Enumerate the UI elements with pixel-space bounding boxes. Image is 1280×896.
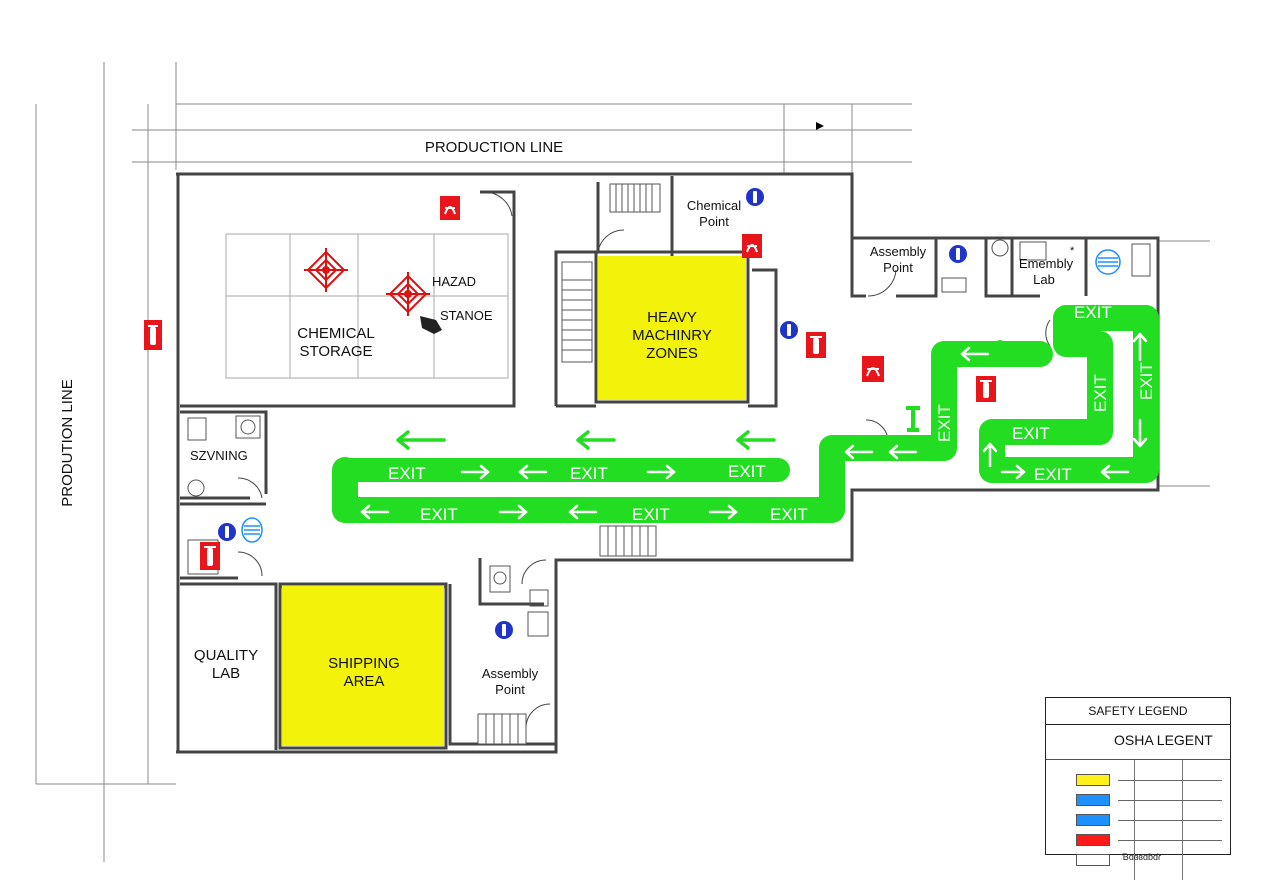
shipping-area-label: AREA xyxy=(344,673,385,690)
heavy-machinery-label: MACHINRY xyxy=(632,327,712,344)
eyewash-icon xyxy=(1095,249,1121,275)
exit-label: EXIT xyxy=(570,464,608,483)
chemical-storage-label: STORAGE xyxy=(299,343,372,360)
chemical-point-label: Chemical xyxy=(687,198,741,213)
legend-rows: Ɓɑɞɞɑɓɗɾ xyxy=(1046,760,1230,880)
shipping-area-label: SHIPPING xyxy=(328,655,400,672)
legend-swatch xyxy=(1076,774,1110,786)
heavy-machinery-zone xyxy=(598,256,746,400)
emembly-lab-label: Emembly xyxy=(1019,256,1074,271)
exit-label: EXIT xyxy=(632,505,670,524)
exit-label: EXIT xyxy=(1034,465,1072,484)
emembly-lab-label: Lab xyxy=(1033,272,1055,287)
direction-arrows xyxy=(396,430,776,450)
hazard-note-label: STANOE xyxy=(440,308,493,323)
chemical-point-label: Point xyxy=(699,214,729,229)
safety-legend: SAFETY LEGEND OSHA LEGENT Ɓɑɞɞɑɓɗɾ xyxy=(1045,697,1231,880)
fire-extinguisher-icon xyxy=(806,332,826,358)
exit-label: EXIT xyxy=(728,462,766,481)
fire-alarm-icon xyxy=(440,196,460,220)
site-lines xyxy=(35,62,1210,862)
exit-labels: EXIT EXIT EXIT EXIT EXIT EXIT EXIT EXIT … xyxy=(388,303,1156,524)
eyewash-icon xyxy=(241,517,263,543)
legend-swatch xyxy=(1076,834,1110,846)
quality-lab-label: QUALITY xyxy=(194,647,258,664)
exit-label: EXIT xyxy=(935,404,954,442)
arrow-left-icon xyxy=(736,430,776,450)
info-point-icon xyxy=(218,523,236,541)
assembly-point-label: Assembly xyxy=(870,244,927,259)
hazard-diamond-icon xyxy=(386,272,430,316)
hazard-note-label: HAZAD xyxy=(432,274,476,289)
stairs xyxy=(477,183,661,745)
exit-arrows xyxy=(360,332,1148,520)
assembly-point-label: Assembly xyxy=(482,666,539,681)
exit-label: EXIT xyxy=(1137,362,1156,400)
arrow-left-icon xyxy=(576,430,616,450)
star-marker: * xyxy=(1070,245,1075,257)
szvning-label: SZVNING xyxy=(190,448,248,463)
hazard-wrench-icon xyxy=(420,316,442,334)
info-point-icon xyxy=(949,245,967,263)
fixtures xyxy=(187,239,1151,637)
exit-label: EXIT xyxy=(770,505,808,524)
legend-row xyxy=(1076,772,1230,792)
assembly-point-label: Point xyxy=(883,260,913,275)
info-point-icon xyxy=(780,321,798,339)
exit-label: EXIT xyxy=(1091,374,1110,412)
fire-alarm-icon xyxy=(742,234,762,258)
hazard-diamond-icon xyxy=(304,248,348,292)
exit-label: EXIT xyxy=(1074,303,1112,322)
emergency-exit-icon xyxy=(993,340,1009,365)
legend-row xyxy=(1076,792,1230,812)
legend-swatch xyxy=(1076,814,1110,826)
exit-route xyxy=(332,305,1159,523)
legend-row: Ɓɑɞɞɑɓɗɾ xyxy=(1076,852,1230,872)
fire-extinguisher-icon xyxy=(200,542,220,570)
fire-alarm-icon xyxy=(862,356,884,382)
legend-swatch xyxy=(1076,854,1110,866)
chemical-storage-label: CHEMICAL xyxy=(297,325,375,342)
exit-label: EXIT xyxy=(420,505,458,524)
exit-label: EXIT xyxy=(1012,424,1050,443)
arrow-left-icon xyxy=(396,430,446,450)
info-point-icon xyxy=(746,188,764,206)
legend-swatch xyxy=(1076,794,1110,806)
top-production-line-label: PRODUCTION LINE xyxy=(425,139,563,156)
room-labels: PRODUCTION LINE PRODUTION LINE CHEMICAL … xyxy=(59,139,1074,697)
exit-route-marker xyxy=(906,406,920,432)
info-point-icon xyxy=(495,621,513,639)
storage-grid xyxy=(225,233,509,379)
legend-title: SAFETY LEGEND xyxy=(1046,698,1230,725)
heavy-machinery-label: ZONES xyxy=(646,345,698,362)
shipping-area-zone xyxy=(282,586,444,746)
heavy-machinery-label: HEAVY xyxy=(647,309,697,326)
legend-subtitle: OSHA LEGENT xyxy=(1046,725,1230,760)
fire-extinguisher-icon xyxy=(976,376,996,402)
side-production-line-label: PRODUTION LINE xyxy=(59,379,76,507)
legend-last-label: Ɓɑɞɞɑɓɗɾ xyxy=(1122,852,1161,862)
legend-row xyxy=(1076,832,1230,852)
assembly-point-label: Point xyxy=(495,682,525,697)
fire-extinguisher-icon xyxy=(144,320,162,350)
quality-lab-label: LAB xyxy=(212,665,240,682)
north-marker xyxy=(816,122,824,130)
exit-label: EXIT xyxy=(388,464,426,483)
legend-row xyxy=(1076,812,1230,832)
